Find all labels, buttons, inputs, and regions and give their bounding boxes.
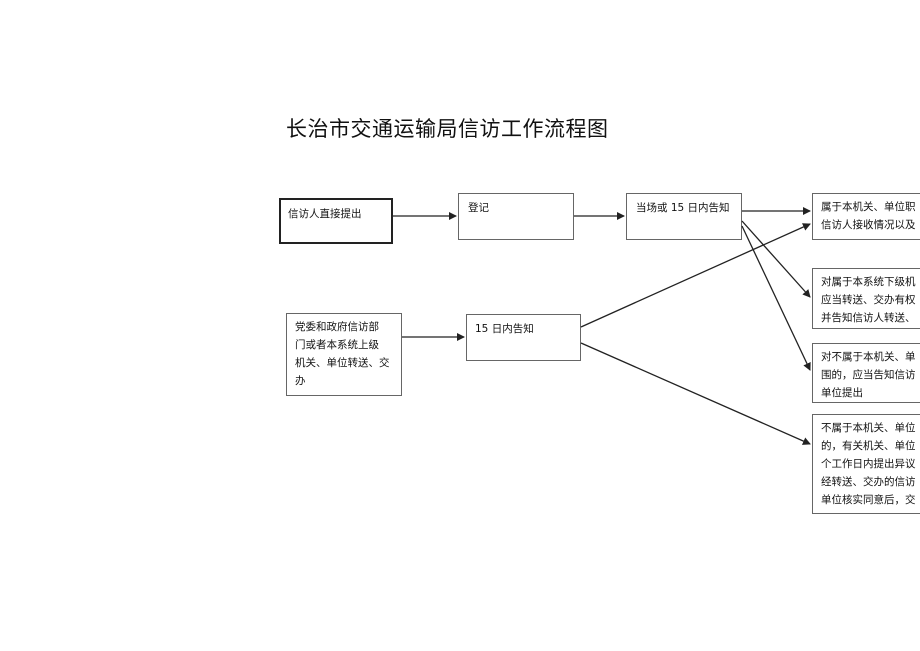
outcome-4-text: 不属于本机关、单位 的，有关机关、单位 个工作日内提出异议 经转送、交办的信访 … [821,422,916,506]
arrow-notify15-to-outcome-4 [580,342,811,445]
notify-immediate-box: 当场或 15 日内告知 [626,193,742,240]
outcome-2-text: 对属于本系统下级机 应当转送、交办有权 并告知信访人转送、 [821,276,916,324]
register-box: 登记 [458,193,574,240]
notify-15-box: 15 日内告知 [466,314,581,361]
outcome-box-1: 属于本机关、单位职 信访人接收情况以及 [812,193,920,240]
outcome-3-text: 对不属于本机关、单 围的，应当告知信访 单位提出 [821,351,916,399]
register-text: 登记 [468,202,489,214]
page-title: 长治市交通运输局信访工作流程图 [286,117,609,141]
referral-source-box: 党委和政府信访部 门或者本系统上级 机关、单位转送、交 办 [286,313,402,396]
outcome-1-text: 属于本机关、单位职 信访人接收情况以及 [821,201,916,231]
arrow-notify-to-outcome-3 [741,225,811,371]
outcome-box-2: 对属于本系统下级机 应当转送、交办有权 并告知信访人转送、 [812,268,920,329]
arrow-notify15-to-outcome-1 [580,223,811,328]
notify-15-text: 15 日内告知 [475,323,534,335]
arrow-notify-to-outcome-2 [741,220,811,298]
outcome-box-3: 对不属于本机关、单 围的，应当告知信访 单位提出 [812,343,920,403]
referral-source-text: 党委和政府信访部 门或者本系统上级 机关、单位转送、交 办 [295,321,390,387]
outcome-box-4: 不属于本机关、单位 的，有关机关、单位 个工作日内提出异议 经转送、交办的信访 … [812,414,920,514]
notify-immediate-text: 当场或 15 日内告知 [636,202,730,214]
petitioner-text: 信访人直接提出 [288,208,362,220]
petitioner-box: 信访人直接提出 [279,198,393,244]
